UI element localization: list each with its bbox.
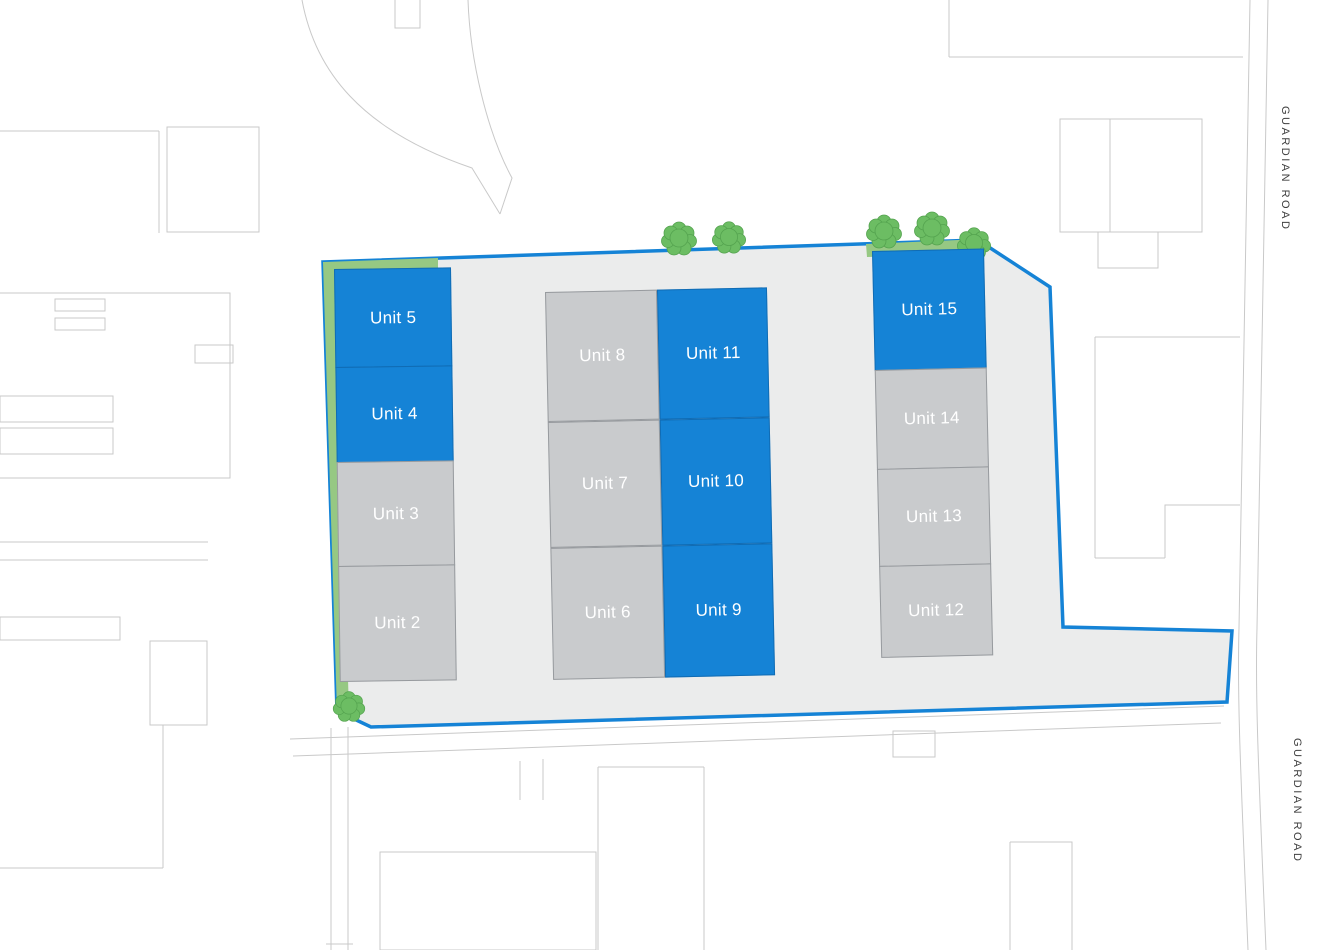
unit-13[interactable]: Unit 13 xyxy=(876,466,992,567)
unit-11[interactable]: Unit 11 xyxy=(656,287,770,420)
unit-label: Unit 4 xyxy=(371,403,418,424)
unit-label: Unit 7 xyxy=(581,473,629,494)
unit-label: Unit 5 xyxy=(369,307,417,328)
unit-label: Unit 3 xyxy=(372,503,420,523)
terrace-left: Unit 5 Unit 4 Unit 3 Unit 2 xyxy=(334,267,457,682)
unit-label: Unit 12 xyxy=(907,600,965,621)
unit-label: Unit 2 xyxy=(374,612,421,633)
unit-14[interactable]: Unit 14 xyxy=(874,367,989,470)
unit-6[interactable]: Unit 6 xyxy=(550,545,666,680)
unit-label: Unit 14 xyxy=(903,408,961,429)
terrace-middle: Unit 8 Unit 11 Unit 7 Unit 10 Unit 6 Uni… xyxy=(545,287,776,680)
unit-8[interactable]: Unit 8 xyxy=(545,289,660,422)
surrounding-buildings-linework xyxy=(0,0,1269,950)
unit-12[interactable]: Unit 12 xyxy=(879,563,994,658)
unit-15[interactable]: Unit 15 xyxy=(872,248,987,371)
unit-10[interactable]: Unit 10 xyxy=(659,417,773,546)
unit-label: Unit 10 xyxy=(687,470,745,492)
terrace-right: Unit 15 Unit 14 Unit 13 Unit 12 xyxy=(872,248,994,658)
site-boundary xyxy=(321,238,1234,729)
unit-7[interactable]: Unit 7 xyxy=(547,419,663,548)
road-label-guardian-road-bottom: GUARDIAN ROAD xyxy=(1291,738,1303,864)
road-label-guardian-road-top: GUARDIAN ROAD xyxy=(1279,106,1291,232)
unit-label: Unit 15 xyxy=(901,299,958,320)
unit-label: Unit 9 xyxy=(695,599,742,620)
unit-4[interactable]: Unit 4 xyxy=(335,365,454,463)
unit-5[interactable]: Unit 5 xyxy=(334,267,453,368)
unit-label: Unit 11 xyxy=(685,342,741,364)
unit-label: Unit 6 xyxy=(584,602,632,623)
unit-3[interactable]: Unit 3 xyxy=(336,460,456,567)
unit-label: Unit 8 xyxy=(579,345,626,366)
unit-label: Unit 13 xyxy=(905,506,963,527)
unit-2[interactable]: Unit 2 xyxy=(338,564,457,682)
unit-9[interactable]: Unit 9 xyxy=(662,543,776,678)
